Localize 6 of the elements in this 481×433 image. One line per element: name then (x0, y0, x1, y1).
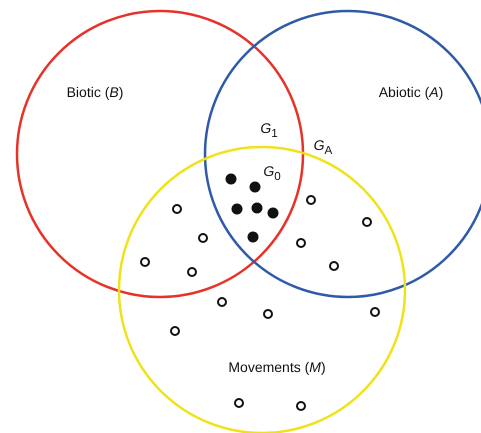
set-label: Biotic (B) (66, 84, 124, 100)
region-label: G$_{0}$ (263, 163, 281, 183)
region-label: G$_{1}$ (260, 120, 278, 140)
set-label: Movements (M) (228, 359, 326, 375)
region-label: G$_{A}$ (314, 137, 332, 157)
set-label: Abiotic (A) (378, 84, 444, 100)
